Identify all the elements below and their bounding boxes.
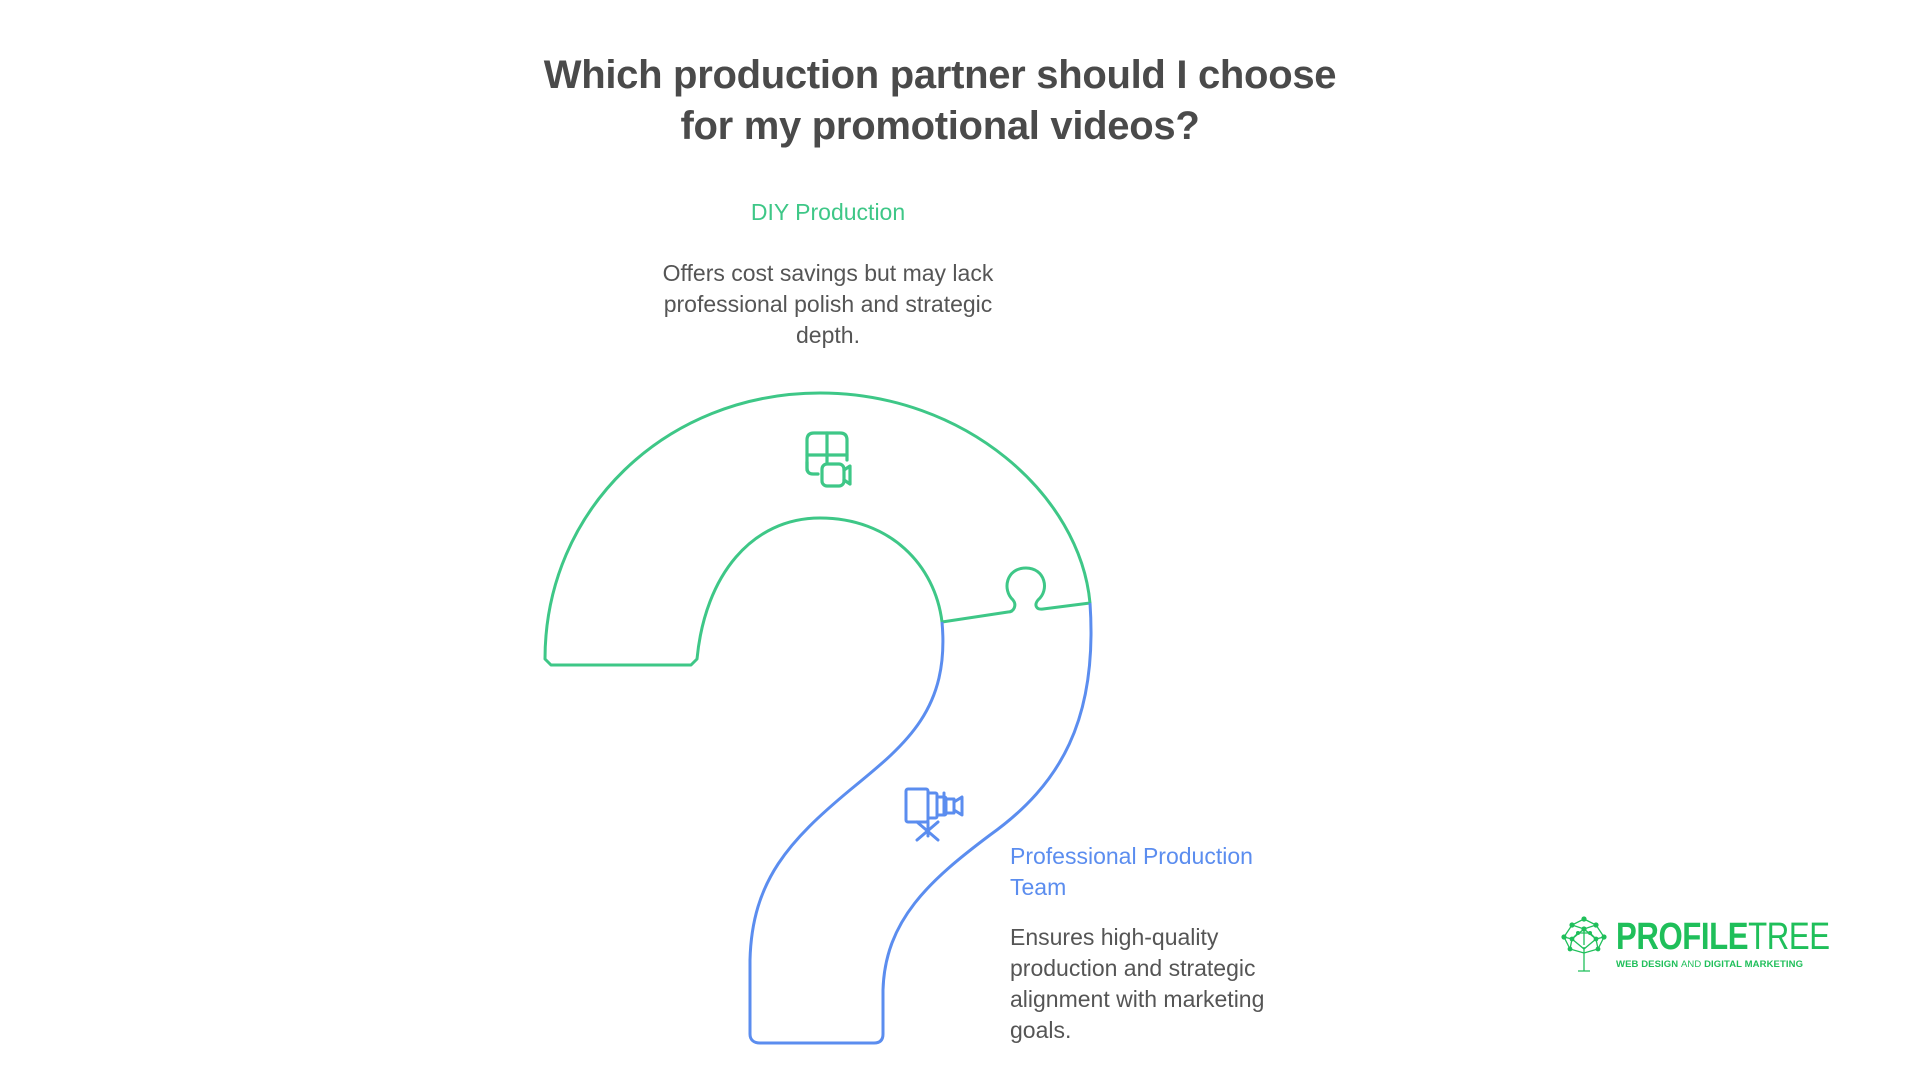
- diy-segment-shape: [543, 391, 1092, 667]
- diy-desc-line: depth.: [796, 322, 860, 348]
- professional-option-description: Ensures high-quality production and stra…: [1010, 922, 1330, 1046]
- logo-word-thin: TREE: [1748, 916, 1830, 958]
- logo-word-bold: PROFILE: [1616, 916, 1749, 958]
- logo-tag-part: WEB DESIGN: [1616, 959, 1681, 970]
- network-tree-icon: [1561, 916, 1607, 972]
- diy-title-text: DIY Production: [750, 199, 906, 225]
- professional-segment-shape: [748, 602, 1093, 1045]
- professional-desc-line: Ensures high-quality: [1010, 924, 1219, 950]
- professional-title-line: Team: [1010, 874, 1067, 900]
- professional-title-line: Professional Production: [1010, 843, 1253, 869]
- diy-desc-line: Offers cost savings but may lack: [662, 260, 994, 286]
- diy-option-title: DIY Production: [628, 197, 1028, 228]
- page-title: Which production partner should I choose…: [460, 50, 1420, 152]
- title-line-1: Which production partner should I choose: [543, 53, 1337, 97]
- diy-desc-line: professional polish and strategic: [663, 291, 993, 317]
- movie-camera-tripod-icon: [904, 787, 964, 842]
- professional-option-title: Professional Production Team: [1010, 841, 1330, 903]
- title-line-2: for my promotional videos?: [680, 104, 1200, 148]
- logo-tag-part: AND: [1680, 959, 1705, 970]
- logo-wordmark: PROFILETREE: [1616, 917, 1830, 957]
- logo-tagline: WEB DESIGN AND DIGITAL MARKETING: [1616, 959, 1803, 970]
- professional-desc-line: alignment with marketing: [1010, 986, 1265, 1012]
- diy-option-description: Offers cost savings but may lack profess…: [600, 258, 1056, 351]
- professional-desc-line: production and strategic: [1010, 955, 1256, 981]
- professional-desc-line: goals.: [1010, 1017, 1072, 1043]
- logo-tag-part: DIGITAL MARKETING: [1704, 959, 1804, 970]
- video-editing-grid-icon: [805, 431, 852, 488]
- profiletree-logo: PROFILETREE WEB DESIGN AND DIGITAL MARKE…: [1556, 915, 1830, 975]
